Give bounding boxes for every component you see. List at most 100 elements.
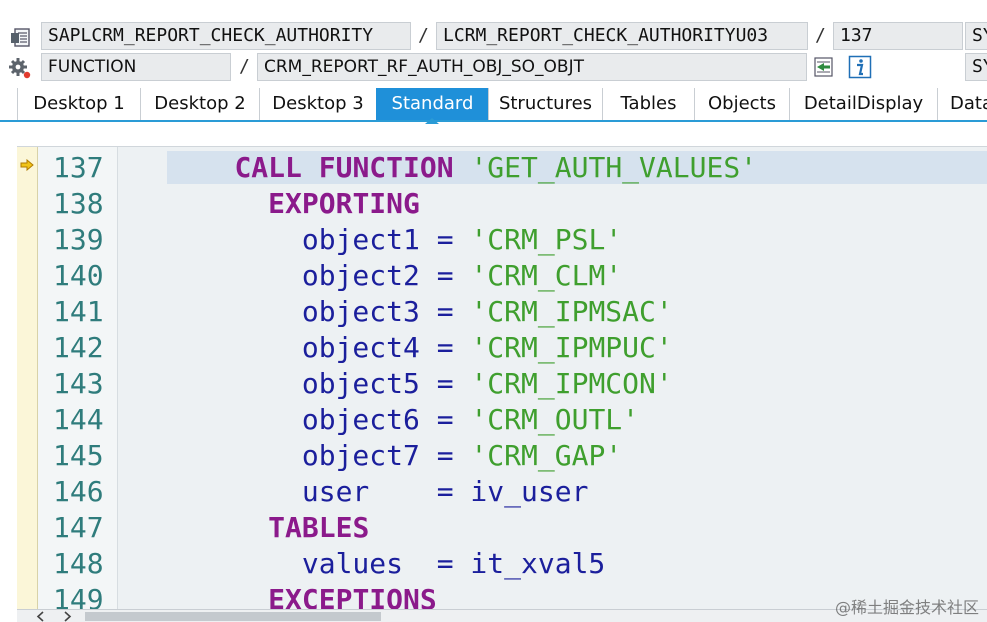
scrollbar-thumb[interactable] (85, 612, 381, 621)
current-line-arrow-icon (20, 159, 34, 171)
code-line: 140 object2 = 'CRM_CLM' (17, 258, 987, 294)
string-token: 'CRM_IPMSAC' (470, 295, 673, 328)
code-text: object2 = 'CRM_CLM' (167, 258, 622, 294)
active-tab-indicator (425, 118, 439, 124)
identifier-token: object7 = (167, 439, 471, 472)
line-number-field[interactable]: 137 (833, 22, 963, 50)
code-line: 143 object5 = 'CRM_IPMCON' (17, 366, 987, 402)
identifier-token: object1 = (167, 223, 471, 256)
tab-detail-display[interactable]: DetailDisplay (789, 88, 937, 120)
code-line: 139 object1 = 'CRM_PSL' (17, 222, 987, 258)
include-field[interactable]: LCRM_REPORT_CHECK_AUTHORITYU03 (436, 22, 808, 50)
tab-tables[interactable]: Tables (602, 88, 694, 120)
identifier-token: object6 = (167, 403, 471, 436)
code-line: 148 values = it_xval5 (17, 546, 987, 582)
keyword-token: TABLES (268, 511, 370, 544)
tab-standard[interactable]: Standard (376, 88, 488, 120)
code-text: object3 = 'CRM_IPMSAC' (167, 294, 673, 330)
horizontal-scrollbar[interactable] (17, 609, 987, 622)
code-area (150, 147, 987, 610)
code-text: user = iv_user (167, 474, 589, 510)
event-name-field[interactable]: CRM_REPORT_RF_AUTH_OBJ_SO_OBJT (257, 53, 807, 81)
line-number-gutter (38, 147, 117, 610)
code-line: 137 CALL FUNCTION 'GET_AUTH_VALUES' (17, 150, 987, 186)
system-field[interactable]: SY (965, 22, 987, 50)
identifier-token: object4 = (167, 331, 471, 364)
code-text: object5 = 'CRM_IPMCON' (167, 366, 673, 402)
identifier-token: object2 = (167, 259, 471, 292)
program-field[interactable]: SAPLCRM_REPORT_CHECK_AUTHORITY (41, 22, 411, 50)
string-token: 'CRM_PSL' (470, 223, 623, 256)
line-number: 137 (53, 151, 104, 184)
identifier-token (167, 511, 268, 544)
line-number: 139 (53, 223, 104, 256)
line-number: 140 (53, 259, 104, 292)
current-line-highlight (167, 151, 987, 184)
folding-gutter (117, 147, 151, 610)
code-text: object1 = 'CRM_PSL' (167, 222, 622, 258)
line-number: 145 (53, 439, 104, 472)
code-text: TABLES (167, 510, 369, 546)
scroll-left-icon[interactable] (35, 611, 47, 622)
identifier-token: object3 = (167, 295, 471, 328)
string-token: 'GET_AUTH_VALUES' (470, 151, 758, 184)
code-line: 146 user = iv_user (17, 474, 987, 510)
tab-desktop-1[interactable]: Desktop 1 (17, 88, 140, 120)
string-token: 'CRM_IPMPUC' (470, 331, 673, 364)
tab-data[interactable]: Data (937, 88, 987, 120)
system-field-2[interactable]: SY (965, 53, 987, 81)
top-strip (0, 0, 987, 20)
code-line: 142 object4 = 'CRM_IPMPUC' (17, 330, 987, 366)
code-line: 144 object6 = 'CRM_OUTL' (17, 402, 987, 438)
code-text: EXPORTING (167, 186, 420, 222)
identifier-token (454, 151, 471, 184)
line-number: 146 (53, 475, 104, 508)
identifier-token (167, 583, 268, 610)
line-number: 147 (53, 511, 104, 544)
tab-objects[interactable]: Objects (694, 88, 789, 120)
source-code-icon[interactable] (8, 26, 32, 48)
keyword-token: CALL FUNCTION (234, 151, 454, 184)
path-separator: / (418, 25, 429, 46)
identifier-token: user = iv_user (167, 475, 589, 508)
code-line: 147 TABLES (17, 510, 987, 546)
line-number: 138 (53, 187, 104, 220)
tab-desktop-3[interactable]: Desktop 3 (259, 88, 376, 120)
line-number: 148 (53, 547, 104, 580)
line-number: 143 (53, 367, 104, 400)
keyword-token: EXCEPTIONS (268, 583, 437, 610)
string-token: 'CRM_OUTL' (470, 403, 640, 436)
info-icon[interactable] (848, 55, 872, 79)
identifier-token (167, 151, 234, 184)
identifier-token (167, 187, 268, 220)
identifier-token: values = it_xval5 (167, 547, 606, 580)
breakpoint-gutter[interactable] (17, 147, 38, 610)
string-token: 'CRM_GAP' (470, 439, 623, 472)
identifier-token: object5 = (167, 367, 471, 400)
exit-icon[interactable] (812, 55, 836, 79)
line-number: 149 (53, 583, 104, 610)
tab-structures[interactable]: Structures (488, 88, 602, 120)
scroll-right-icon[interactable] (61, 611, 73, 622)
code-text: EXCEPTIONS (167, 582, 437, 610)
header-row-program: SAPLCRM_REPORT_CHECK_AUTHORITY / LCRM_RE… (0, 22, 987, 52)
line-number: 144 (53, 403, 104, 436)
string-token: 'CRM_CLM' (470, 259, 623, 292)
code-line: 138 EXPORTING (17, 186, 987, 222)
source-code-editor[interactable]: 137 CALL FUNCTION 'GET_AUTH_VALUES'138 E… (17, 146, 987, 610)
desktop-tab-bar: Desktop 1 Desktop 2 Desktop 3 Standard S… (0, 86, 987, 122)
code-line: 141 object3 = 'CRM_IPMSAC' (17, 294, 987, 330)
header-row-event: FUNCTION / CRM_REPORT_RF_AUTH_OBJ_SO_OBJ… (0, 53, 987, 83)
path-separator: / (815, 25, 826, 46)
code-text: object4 = 'CRM_IPMPUC' (167, 330, 673, 366)
line-number: 141 (53, 295, 104, 328)
tab-desktop-2[interactable]: Desktop 2 (140, 88, 259, 120)
keyword-token: EXPORTING (268, 187, 420, 220)
code-line: 149 EXCEPTIONS (17, 582, 987, 610)
gear-icon[interactable] (8, 57, 32, 79)
code-line: 145 object7 = 'CRM_GAP' (17, 438, 987, 474)
event-type-field[interactable]: FUNCTION (41, 53, 231, 81)
watermark: @稀土掘金技术社区 (834, 598, 979, 617)
code-text: object6 = 'CRM_OUTL' (167, 402, 639, 438)
